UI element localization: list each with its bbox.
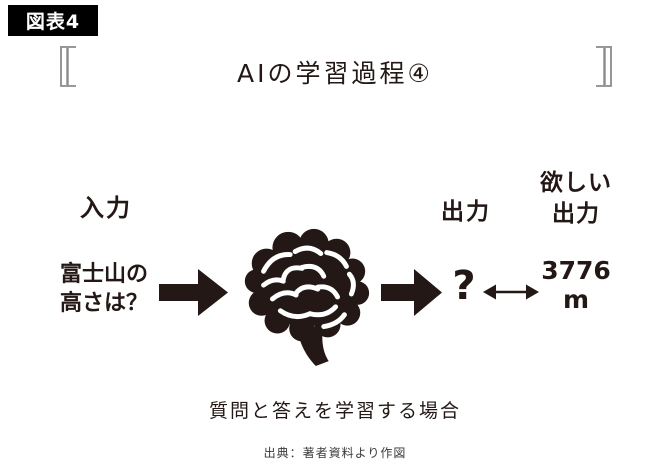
source-note: 出典：著者資料より作図 (263, 446, 407, 460)
output-label: 出力 (441, 199, 491, 225)
arrow-right-icon (381, 269, 442, 320)
desired-output-label-line2: 出力 (552, 201, 600, 227)
double-arrow-icon (483, 281, 539, 307)
desired-output-label: 欲しい 出力 (526, 168, 626, 230)
bracket-left-icon (60, 46, 77, 91)
output-question-mark: ? (452, 263, 476, 309)
bracket-right-icon (595, 46, 612, 91)
input-question-line2: 高さは？ (59, 291, 148, 316)
input-label: 入力 (80, 194, 132, 222)
desired-output-value-line2: m (562, 285, 590, 314)
input-question-line1: 富士山の (59, 262, 148, 287)
page-title: AIの学習過程④ (237, 59, 433, 88)
arrow-right-icon (159, 269, 228, 320)
desired-output-value: 3776 m (526, 256, 626, 314)
figure-caption: 質問と答えを学習する場合 (208, 400, 461, 422)
brain-icon (231, 219, 379, 373)
input-question-text: 富士山の 高さは？ (39, 260, 169, 318)
desired-output-value-line1: 3776 (541, 256, 611, 285)
figure-number-badge: 図表4 (8, 5, 98, 36)
desired-output-label-line1: 欲しい (540, 170, 612, 196)
